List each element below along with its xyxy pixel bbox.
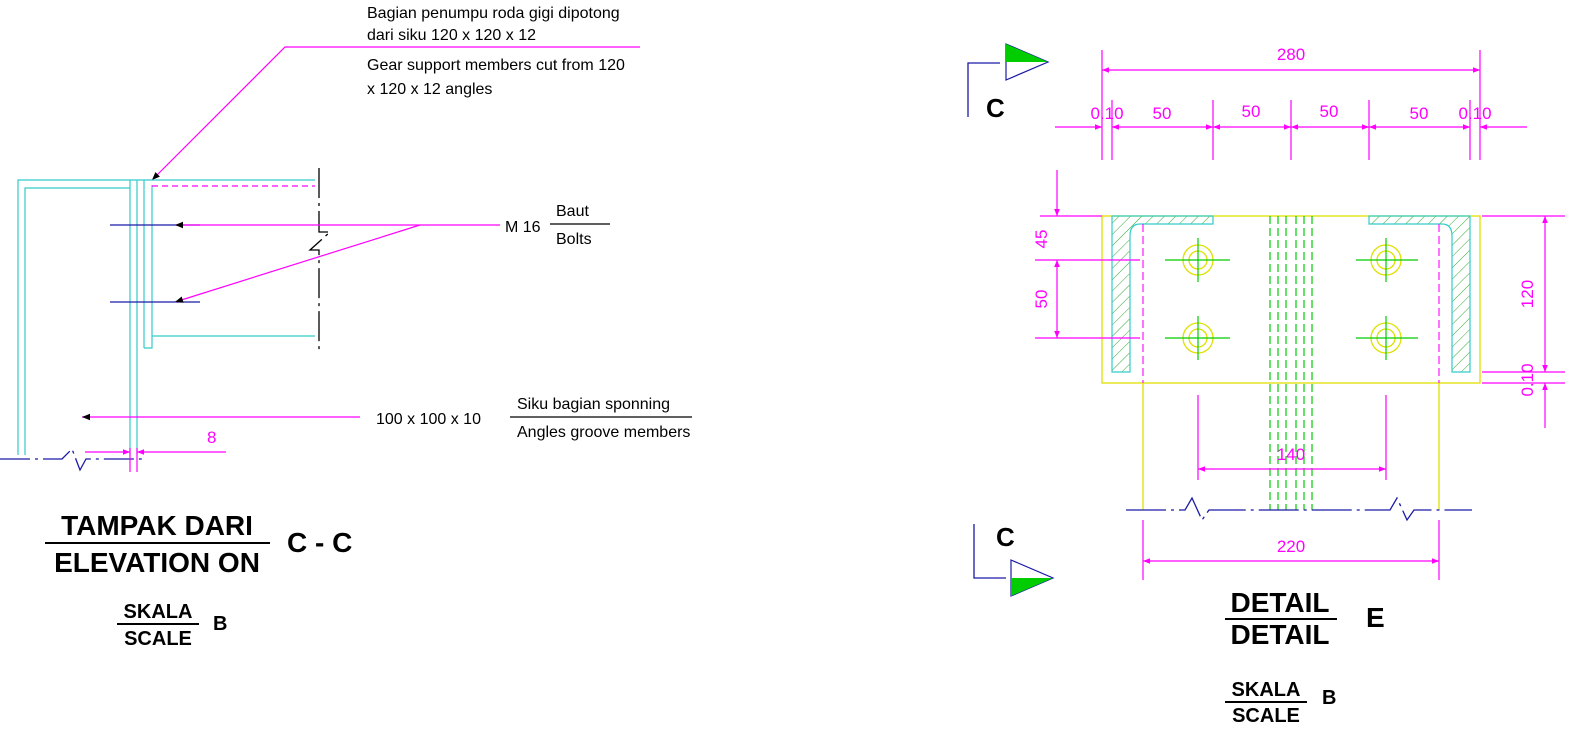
break-line-bottom [0,447,145,472]
elevation-view: Bagian penumpu roda gigi dipotong dari s… [0,5,692,650]
elevation-title-top: TAMPAK DARI [61,510,253,541]
channel-right [1368,215,1471,373]
bolt-bottom-left [1165,316,1230,360]
base-plate [1101,215,1481,384]
channel-left [1111,215,1214,373]
bolt-top-left [1165,238,1230,282]
detail-break-line [1126,496,1472,522]
dim-seg4: 50 [1410,104,1429,123]
dim-gap-label: 8 [207,428,216,447]
detail-scale-top: SKALA [1232,679,1301,701]
callout-leader [151,46,640,181]
elevation-title-bottom: ELEVATION ON [54,547,260,578]
detail-scale-value: B [1322,687,1336,709]
bolt-leader-2 [174,224,421,303]
elevation-scale-value: B [213,613,227,635]
elevation-scale-top: SKALA [124,601,193,623]
dim-seg3: 50 [1320,102,1339,121]
dim-inner-label: 140 [1277,445,1305,464]
bolt-label-bottom: Bolts [556,231,592,248]
dim-edge-right: 0.10 [1458,104,1491,123]
section-flag-top-fill [1006,44,1048,62]
dim-left-bottom: 50 [1032,290,1051,309]
detail-title-bottom: DETAIL [1230,619,1329,650]
section-mark-top: C [986,93,1005,123]
bolt-top-right [1356,238,1418,282]
callout-bottom-line2: x 120 x 12 angles [367,81,492,98]
dim-left-top: 45 [1032,230,1051,249]
bolt-size: M 16 [505,219,541,236]
angle-inner [24,187,130,455]
dim-seg1: 50 [1153,104,1172,123]
detail-title-letter: E [1366,602,1385,633]
dim-overall-label: 280 [1277,45,1305,64]
angle-label-bottom: Angles groove members [517,424,690,441]
detail-view: C C 280 0.10 50 50 50 50 0.10 [967,43,1565,727]
section-mark-top-line [967,62,1000,117]
gear-support-member [144,185,153,349]
angle-outline [17,179,315,455]
dim-right-bottom: 0.10 [1518,363,1537,396]
section-flag-bottom-fill [1011,578,1053,596]
break-line-right [308,168,332,350]
section-mark-bottom-line [973,524,1006,579]
detail-scale-bottom: SCALE [1232,705,1300,727]
dim-right-height: 120 [1518,280,1537,308]
angle-label-top: Siku bagian sponning [517,396,670,413]
callout-bottom-line1: Gear support members cut from 120 [367,57,625,74]
dim-base-label: 220 [1277,537,1305,556]
dim-seg2: 50 [1242,102,1261,121]
callout-top-line2: dari siku 120 x 120 x 12 [367,27,536,44]
detail-title-top: DETAIL [1230,587,1329,618]
elevation-scale-bottom: SCALE [124,628,192,650]
callout-top-line1: Bagian penumpu roda gigi dipotong [367,5,620,22]
bolt-label-top: Baut [556,203,589,220]
elevation-title-section: C - C [287,527,352,558]
bolt-bottom-right [1356,316,1418,360]
angle-size: 100 x 100 x 10 [376,411,481,428]
section-mark-bottom: C [996,522,1015,552]
dim-edge-left: 0.10 [1090,104,1123,123]
